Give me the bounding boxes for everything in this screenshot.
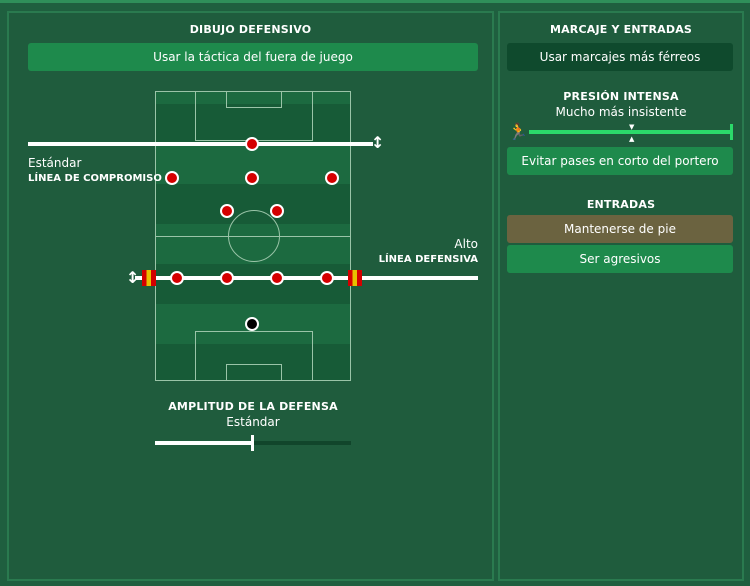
tighter-marking-button[interactable]: Usar marcajes más férreos — [507, 43, 733, 71]
player-marker[interactable] — [270, 271, 284, 285]
player-marker[interactable] — [320, 271, 334, 285]
prevent-gk-short-distribution-button[interactable]: Evitar pases en corto del portero — [507, 147, 733, 175]
defensive-width-title: AMPLITUD DE LA DEFENSA — [168, 400, 338, 413]
defensive-line-drag-handle-icon[interactable]: ↕ — [126, 268, 140, 287]
compromise-line — [28, 142, 373, 146]
pressing-slider[interactable]: ▼ ▲ — [529, 123, 733, 143]
marking-tackling-panel — [498, 11, 744, 581]
player-marker[interactable] — [245, 137, 259, 151]
defensive-width-value: Estándar — [226, 415, 280, 429]
tackling-title: ENTRADAS — [586, 198, 656, 211]
player-marker[interactable] — [220, 204, 234, 218]
defensive-line-value: Alto — [454, 237, 478, 251]
compromise-line-value: Estándar — [28, 156, 82, 170]
compromise-line-drag-handle-icon[interactable]: ↕ — [371, 133, 385, 152]
player-marker[interactable] — [220, 271, 234, 285]
pitch — [155, 91, 351, 381]
player-marker[interactable] — [325, 171, 339, 185]
top-accent-line — [0, 0, 750, 3]
running-player-icon: 🏃 — [508, 122, 528, 141]
pressing-title: PRESIÓN INTENSA — [563, 90, 679, 103]
player-marker[interactable] — [270, 204, 284, 218]
player-marker[interactable] — [165, 171, 179, 185]
player-marker[interactable] — [245, 171, 259, 185]
marking-tackling-title: MARCAJE Y ENTRADAS — [549, 23, 693, 36]
goalkeeper-marker[interactable] — [245, 317, 259, 331]
compromise-line-label: LÍNEA DE COMPROMISO — [28, 173, 162, 184]
pressing-value: Mucho más insistente — [555, 105, 687, 119]
stay-on-feet-button[interactable]: Mantenerse de pie — [507, 215, 733, 243]
offside-flag-left-icon — [142, 270, 156, 286]
get-stuck-in-button[interactable]: Ser agresivos — [507, 245, 733, 273]
defensive-line — [135, 276, 478, 280]
player-marker[interactable] — [170, 271, 184, 285]
offside-trap-button[interactable]: Usar la táctica del fuera de juego — [28, 43, 478, 71]
defensive-line-label: LÍNEA DEFENSIVA — [378, 254, 478, 265]
offside-flag-right-icon — [348, 270, 362, 286]
defensive-width-slider[interactable] — [155, 435, 351, 451]
defensive-shape-title: DIBUJO DEFENSIVO — [189, 23, 312, 36]
